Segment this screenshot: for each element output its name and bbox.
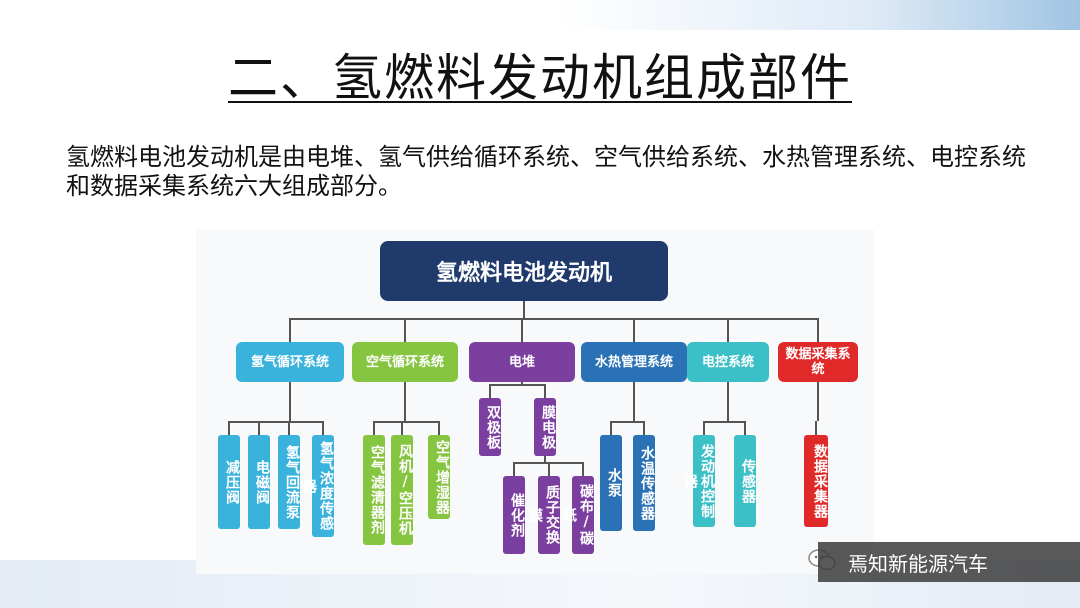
connector-line — [401, 421, 403, 435]
connector-line — [523, 301, 525, 318]
connector-line — [404, 318, 406, 342]
connector-line — [289, 318, 291, 342]
diagram-root: 氢燃料电池发动机 — [380, 241, 668, 301]
connector-line — [703, 421, 705, 435]
connector-line — [548, 462, 550, 476]
connector-line — [633, 382, 635, 421]
subleaf-2: 质子交换膜 — [527, 476, 560, 554]
group-6: 数据采集系统 — [778, 342, 858, 382]
leaf-1-1: 减压阀 — [218, 435, 240, 529]
leaf-1-4: 氢气浓度传感器 — [301, 435, 334, 537]
connector-line — [544, 384, 546, 398]
connector-line — [521, 382, 523, 384]
watermark-text: 焉知新能源汽车 — [848, 551, 988, 576]
connector-line — [582, 462, 584, 476]
connector-line — [817, 318, 819, 342]
connector-line — [258, 421, 260, 435]
connector-line — [322, 421, 324, 435]
leaf-3-1: 双极板 — [479, 398, 501, 456]
connector-line — [290, 318, 818, 320]
connector-line — [633, 318, 635, 342]
connector-line — [817, 382, 819, 421]
connector-line — [373, 421, 375, 435]
leaf-5-1: 发动机控制器 — [682, 435, 715, 527]
leaf-5-2: 传感器 — [734, 435, 756, 527]
connector-line — [611, 421, 644, 423]
connector-line — [404, 382, 406, 421]
connector-line — [438, 421, 440, 435]
leaf-4-2: 水温传感器 — [633, 435, 655, 531]
connector-line — [610, 421, 612, 435]
connector-line — [229, 421, 323, 423]
decor-tiles-top — [560, 0, 1080, 30]
group-5: 电控系统 — [687, 342, 769, 382]
connector-line — [374, 421, 439, 423]
leaf-1-2: 电磁阀 — [248, 435, 270, 529]
subleaf-1: 催化剂 — [503, 476, 525, 554]
connector-line — [643, 421, 645, 435]
slide-title: 二、氢燃料发动机组成部件 — [228, 49, 852, 107]
watermark: 焉知新能源汽车 — [818, 542, 1080, 582]
connector-line — [228, 421, 230, 435]
connector-line — [544, 456, 546, 462]
group-4: 水热管理系统 — [581, 342, 687, 382]
connector-line — [513, 462, 515, 476]
group-3: 电堆 — [469, 342, 575, 382]
connector-line — [744, 421, 746, 435]
diagram-panel: 氢燃料电池发动机氢气循环系统减压阀电磁阀氢气回流泵氢气浓度传感器 空气循环系统空气… — [196, 230, 874, 574]
connector-line — [490, 384, 545, 386]
connector-line — [489, 384, 491, 398]
connector-line — [289, 382, 291, 421]
subleaf-3: 碳布/碳纸 — [561, 476, 594, 554]
slide-body-text: 氢燃料电池发动机是由电堆、氢气供给循环系统、空气供给系统、水热管理系统、电控系统… — [66, 143, 1026, 200]
leaf-1-3: 氢气回流泵 — [278, 435, 300, 529]
leaf-3-2: 膜电极 — [534, 398, 556, 456]
connector-line — [704, 421, 745, 423]
group-1: 氢气循环系统 — [236, 342, 344, 382]
group-2: 空气循环系统 — [352, 342, 458, 382]
leaf-6-1: 数据采集器 — [804, 435, 828, 527]
leaf-2-3: 空气增湿器 — [428, 435, 450, 519]
leaf-2-1: 空气滤清器剂 — [363, 435, 385, 545]
connector-line — [521, 318, 523, 342]
connector-line — [727, 382, 729, 421]
connector-line — [288, 421, 290, 435]
leaf-4-1: 水泵 — [600, 435, 622, 531]
connector-line — [815, 421, 817, 435]
leaf-2-2: 风机/空压机 — [391, 435, 413, 545]
connector-line — [727, 318, 729, 342]
